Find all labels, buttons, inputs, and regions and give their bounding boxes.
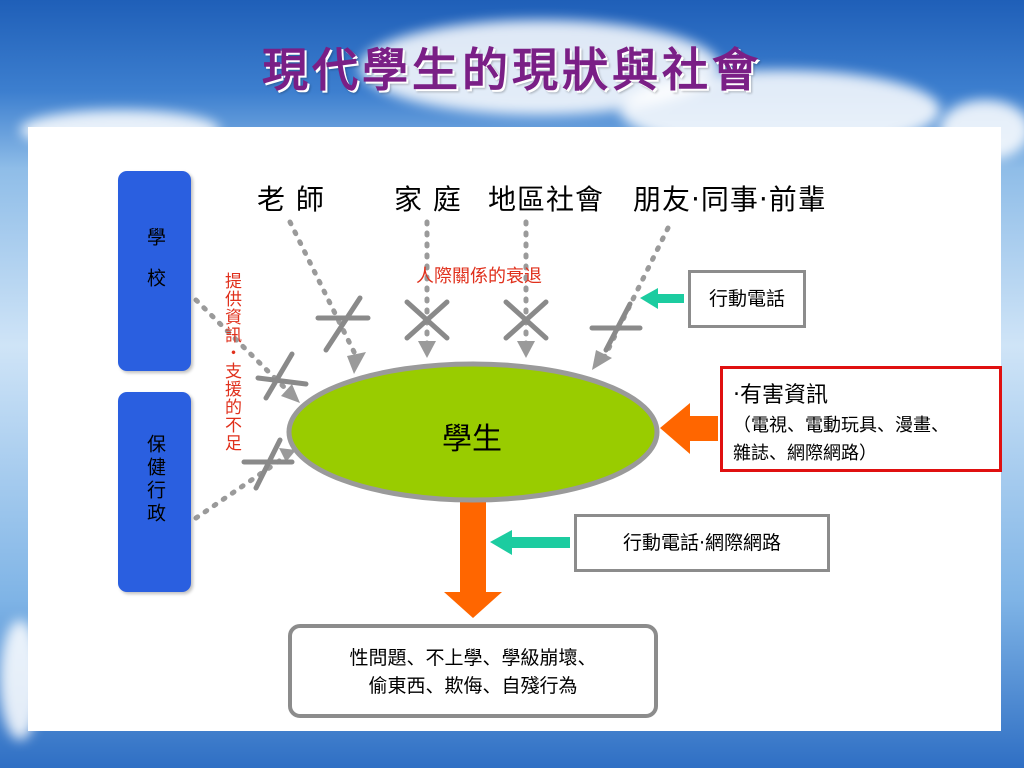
arrow-heads: [279, 341, 612, 462]
health-admin-label: 保健行政: [144, 434, 166, 526]
student-ellipse: [286, 361, 660, 503]
arrow-head-teacher: [347, 352, 366, 374]
dotted-arrow-teacher: [287, 219, 361, 363]
problems-line-2: 偷東西、欺侮、自殘行為: [368, 675, 578, 697]
cross-mark-school: [255, 351, 309, 401]
cross-mark-family: [404, 299, 450, 341]
orange-arrow-harmful: [660, 403, 718, 454]
problems-line-1: 性問題、不上學、學級崩壞、: [349, 647, 597, 669]
orange-arrows: [444, 403, 718, 618]
teal-arrow-mobile: [640, 288, 684, 309]
page-title: 現代學生的現狀與社會: [262, 43, 762, 97]
school-box: 學校: [118, 171, 191, 371]
mobile-internet-box: 行動電話‧網際網路: [574, 514, 830, 572]
cross-marks: [241, 295, 643, 491]
arrow-head-school: [281, 384, 300, 403]
arrow-head-family: [418, 341, 436, 358]
cross-mark-teacher: [315, 295, 371, 353]
harmful-info-detail-1: （電視、電動玩具、漫畫、: [733, 415, 949, 436]
arrow-head-community: [517, 341, 535, 358]
harmful-info-title: ‧有害資訊: [733, 383, 828, 408]
relationship-decline-label: 人際關係的衰退: [416, 266, 542, 287]
community-label: 地區社會: [488, 183, 605, 216]
harmful-info-box: ‧有害資訊 （電視、電動玩具、漫畫、 雜誌、網際網路）: [720, 366, 1002, 472]
mobile-internet-label: 行動電話‧網際網路: [622, 532, 782, 554]
support-lack-label: 提供資訊・支援的不足: [221, 272, 241, 452]
cross-mark-health: [241, 437, 295, 491]
mobile-phone-label: 行動電話: [708, 288, 785, 310]
friends-label: 朋友‧同事‧前輩: [633, 183, 827, 216]
arrow-head-friends: [592, 350, 612, 370]
teal-arrows: [490, 288, 684, 555]
problems-box: 性問題、不上學、學級崩壞、 偷東西、欺侮、自殘行為: [288, 624, 658, 718]
harmful-info-detail-2: 雜誌、網際網路）: [733, 443, 877, 464]
teacher-label: 老 師: [257, 183, 325, 216]
arrow-head-health: [279, 448, 296, 462]
cross-mark-friends: [589, 301, 643, 353]
orange-arrow-down: [444, 500, 502, 618]
student-label: 學生: [442, 422, 502, 457]
mobile-phone-box: 行動電話: [688, 270, 806, 328]
dotted-arrow-health: [193, 452, 291, 521]
teal-arrow-mobile-internet: [490, 530, 570, 555]
school-label: 學校: [144, 227, 166, 309]
family-label: 家 庭: [394, 183, 462, 216]
cross-mark-community: [503, 299, 549, 341]
health-admin-box: 保健行政: [118, 392, 191, 592]
